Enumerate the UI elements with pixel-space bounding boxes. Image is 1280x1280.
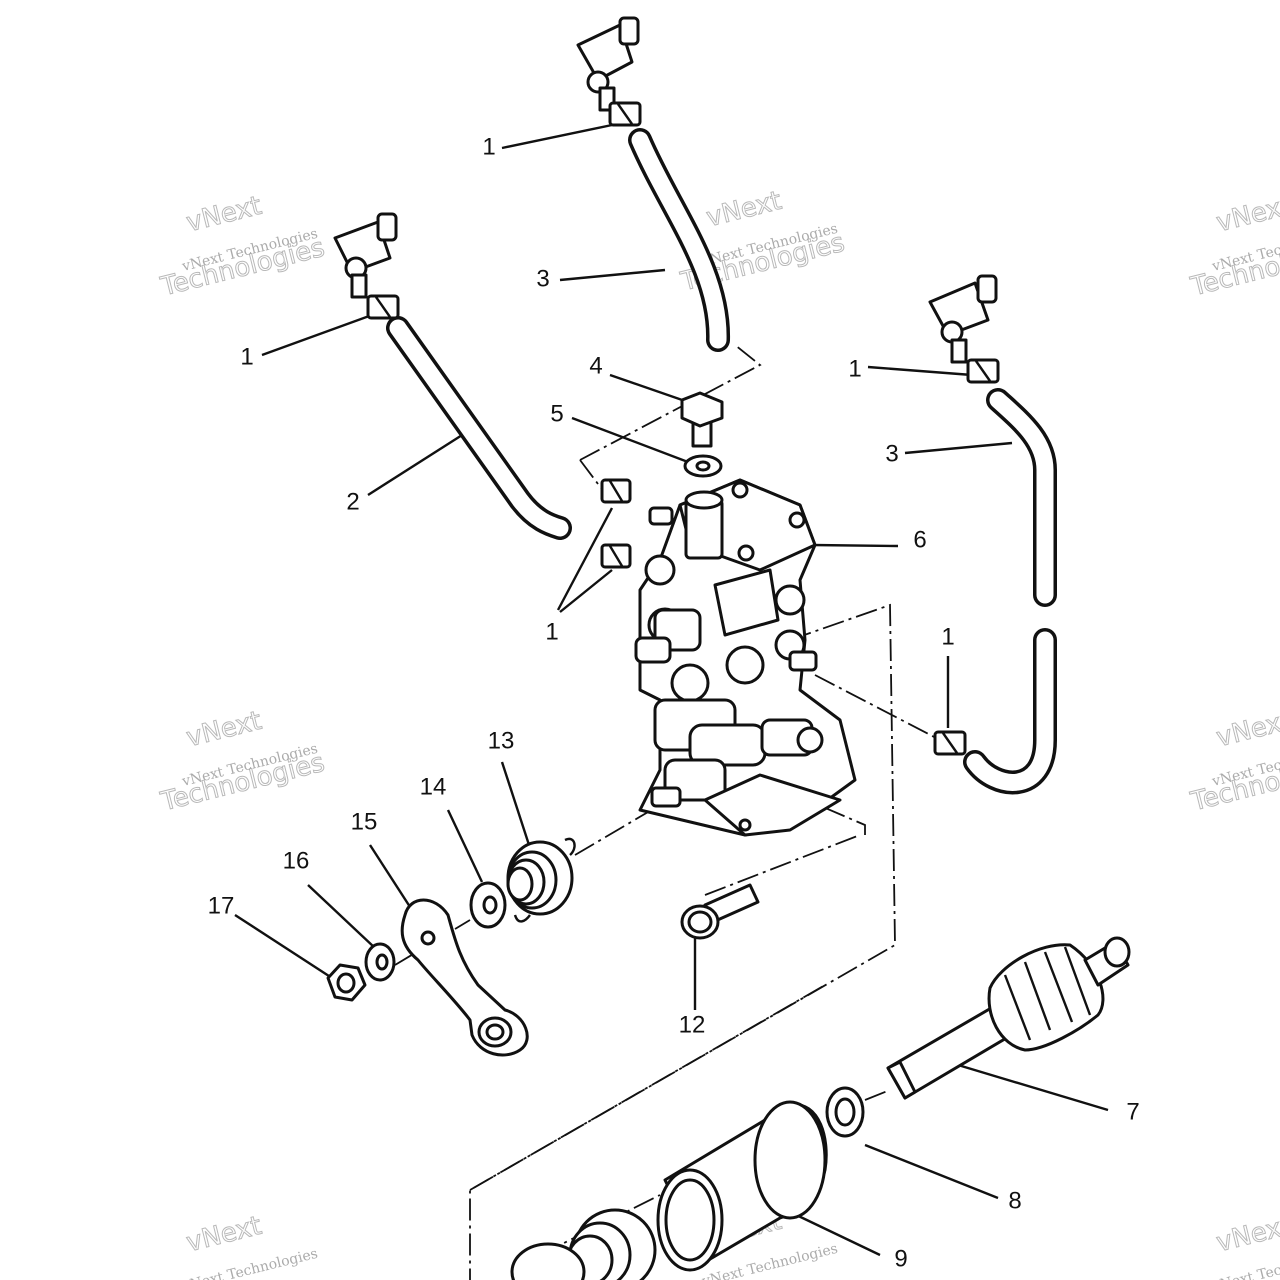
hose-clamp-top xyxy=(608,101,642,127)
leader-13 xyxy=(500,761,532,849)
oil-line-left xyxy=(386,316,572,540)
washer-8 xyxy=(825,1086,865,1138)
leader-1b xyxy=(261,313,373,357)
alignment-lines xyxy=(394,344,941,1280)
oil-line-right-lower xyxy=(963,628,1057,795)
callout-7: 7 xyxy=(1126,1098,1139,1125)
watermark-tl: vNext vNext Technologies Technologies xyxy=(157,190,328,303)
watermark-brand: vNext xyxy=(184,191,265,238)
hose-clamp-pump-lower xyxy=(600,543,632,569)
callout-labels: 1 3 1 2 4 5 1 3 6 1 1 13 14 15 16 17 12 … xyxy=(208,133,1140,1272)
callout-1: 1 xyxy=(941,623,954,650)
alignment-line-shaft xyxy=(469,984,826,1191)
collar-9 xyxy=(656,1100,828,1272)
leader-14 xyxy=(446,809,484,883)
sealing-washer-5 xyxy=(683,454,723,478)
leader-3a xyxy=(559,268,666,282)
fitting-right xyxy=(928,274,998,364)
hose-clamp-outlet xyxy=(933,730,967,756)
leader-2 xyxy=(367,428,471,497)
leader-1a xyxy=(501,123,613,150)
leader-8 xyxy=(864,1143,999,1200)
oil-pump-body xyxy=(634,478,857,837)
watermark-brand: vNext xyxy=(704,186,785,233)
hose-clamp-left xyxy=(366,294,400,320)
callout-15: 15 xyxy=(351,808,378,835)
callout-3: 3 xyxy=(536,265,549,292)
callout-8: 8 xyxy=(1008,1187,1021,1214)
callout-1: 1 xyxy=(482,133,495,160)
oil-line-right-upper xyxy=(986,388,1057,607)
watermark-brand: vNext xyxy=(1214,191,1280,238)
mounting-bolt xyxy=(680,883,760,940)
hose-clamp-right xyxy=(966,358,1000,384)
watermark-brand: vNext xyxy=(184,1211,265,1258)
fitting-left xyxy=(333,212,398,299)
watermark-brand: vNext xyxy=(1214,706,1280,753)
oil-line-top xyxy=(628,128,731,352)
callout-13: 13 xyxy=(488,727,515,754)
callout-14: 14 xyxy=(420,773,447,800)
leader-17 xyxy=(234,913,333,980)
callout-4: 4 xyxy=(589,352,602,379)
control-lever xyxy=(400,898,529,1057)
nut-17 xyxy=(326,963,367,1002)
alignment-line-collar xyxy=(539,1194,661,1256)
drive-shaft-gear xyxy=(886,936,1131,1100)
watermark-mr: vNext vNext Technologies Technologies xyxy=(1187,705,1280,818)
watermark-bl: vNext vNext Technologies xyxy=(180,1210,320,1280)
callout-17: 17 xyxy=(208,892,235,919)
assembly-boundary xyxy=(469,603,896,1280)
callout-12: 12 xyxy=(679,1011,706,1038)
leader-4 xyxy=(609,373,689,404)
watermark-tr: vNext vNext Technologies Technologies xyxy=(1187,190,1280,303)
watermark-brand: vNext xyxy=(184,706,265,753)
leader-1d-upper xyxy=(556,507,614,611)
watermark-br: vNext vNext Technologies xyxy=(1210,1210,1280,1280)
callout-16: 16 xyxy=(283,847,310,874)
alignment-line-outlet xyxy=(814,674,941,741)
leader-5 xyxy=(571,416,689,464)
leader-1c xyxy=(867,365,973,377)
callout-5: 5 xyxy=(550,400,563,427)
watermark-ml: vNext vNext Technologies Technologies xyxy=(157,705,328,818)
watermark-brand: vNext xyxy=(1214,1211,1280,1258)
alignment-line-spring xyxy=(574,804,661,856)
callout-6: 6 xyxy=(913,526,926,553)
fitting-top xyxy=(576,16,640,112)
washer-14 xyxy=(469,881,507,929)
bleed-screw xyxy=(680,391,724,448)
hose-clamp-pump-upper xyxy=(600,478,632,504)
alignment-line-washer8 xyxy=(864,1089,891,1101)
leader-6 xyxy=(811,543,899,548)
callout-1: 1 xyxy=(848,355,861,382)
callout-3: 3 xyxy=(885,440,898,467)
callout-2: 2 xyxy=(346,488,359,515)
return-spring xyxy=(506,837,576,923)
lock-washer-16 xyxy=(364,942,396,982)
leader-3b xyxy=(904,441,1013,455)
alignment-line-top xyxy=(579,344,762,461)
spring-pack xyxy=(510,1208,657,1280)
watermark-word: Technologies xyxy=(1187,748,1280,818)
leader-15 xyxy=(368,844,414,911)
callout-9: 9 xyxy=(894,1245,907,1272)
callout-1: 1 xyxy=(240,343,253,370)
leader-16 xyxy=(307,884,376,949)
callout-1: 1 xyxy=(545,618,558,645)
leader-7 xyxy=(957,1063,1109,1112)
watermark-word: Technologies xyxy=(1187,233,1280,303)
alignment-line-bolt-b xyxy=(704,834,861,896)
leader-1d-lower xyxy=(559,569,613,613)
